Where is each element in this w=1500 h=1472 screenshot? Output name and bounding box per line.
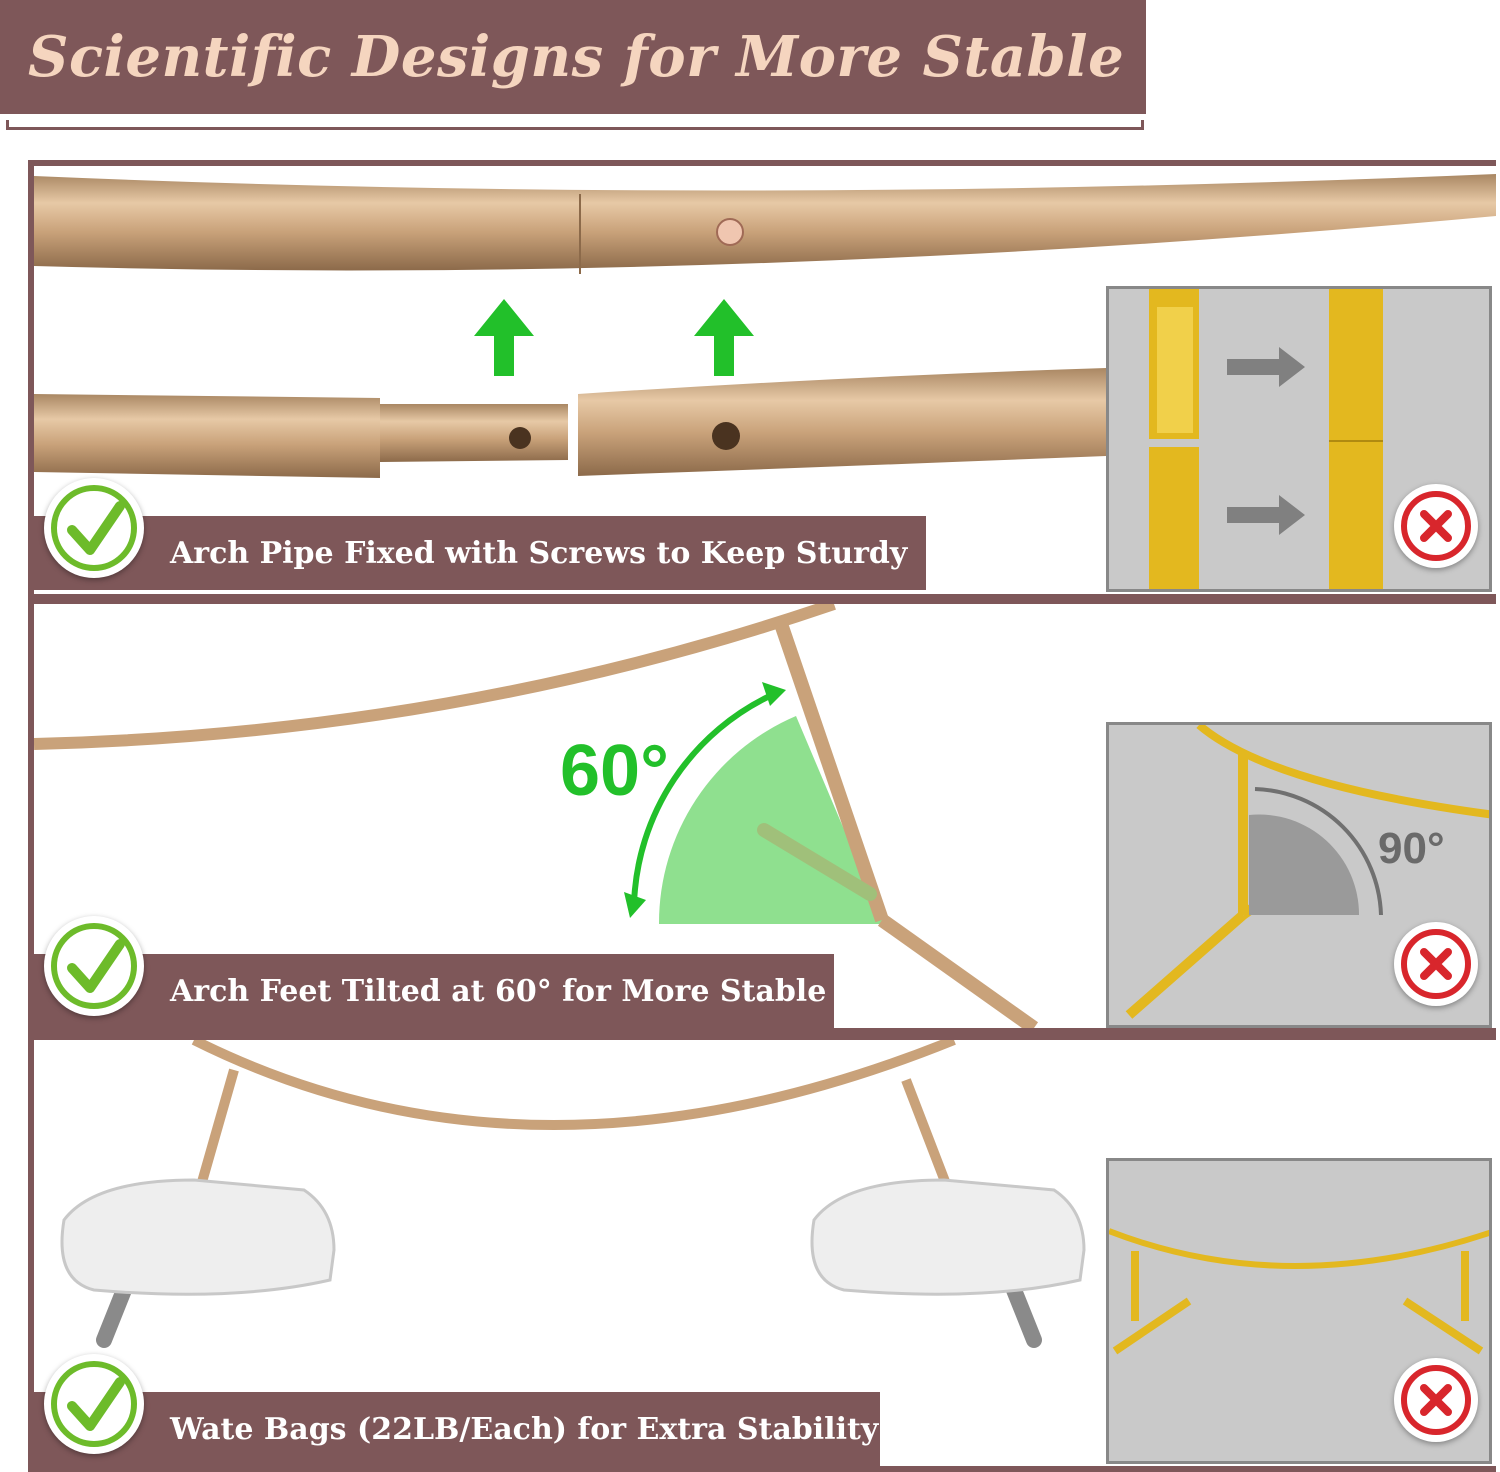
section-arch-feet: 60° 90° Arch Feet Tilted at 60° for More… [34,604,1496,1028]
pipe-illustration [34,174,1496,478]
check-mark-icon [44,1354,144,1454]
check-mark-icon [44,478,144,578]
pipe-inner-segment [380,404,568,462]
section-arch-pipe: Arch Pipe Fixed with Screws to Keep Stur… [34,166,1496,594]
inset-angle-text: 90° [1378,824,1445,873]
incorrect-example-inset [1106,286,1492,592]
feet-illustration [34,604,1039,1028]
section-label: Arch Pipe Fixed with Screws to Keep Stur… [34,516,926,590]
right-arrow-icon [1227,495,1305,535]
angle-text: 60° [560,731,669,811]
right-arrow-icon [1227,347,1305,387]
incorrect-example-inset-angle [1106,722,1492,1028]
title-banner: Scientific Designs for More Stable [0,0,1146,120]
screw-icon [716,218,744,246]
check-mark-icon [44,916,144,1016]
section-label: Arch Feet Tilted at 60° for More Stable [34,954,834,1028]
pipe-right-segment [578,368,1106,476]
x-mark-icon [1394,1358,1478,1442]
section-water-bags: Wate Bags (22LB/Each) for Extra Stabilit… [34,1040,1496,1466]
up-arrow-icon [474,299,534,376]
pipe-left-segment [34,394,380,478]
x-mark-icon [1394,922,1478,1006]
water-bag-left [60,1178,336,1296]
section-label: Wate Bags (22LB/Each) for Extra Stabilit… [34,1392,880,1466]
water-bag-illustration [60,1040,1086,1348]
water-bag-right [810,1178,1086,1296]
x-mark-icon [1394,484,1478,568]
page-title: Scientific Designs for More Stable [28,24,1125,90]
assembled-pipe [34,174,1496,271]
angle-arc [631,691,776,905]
up-arrow-icon [694,299,754,376]
